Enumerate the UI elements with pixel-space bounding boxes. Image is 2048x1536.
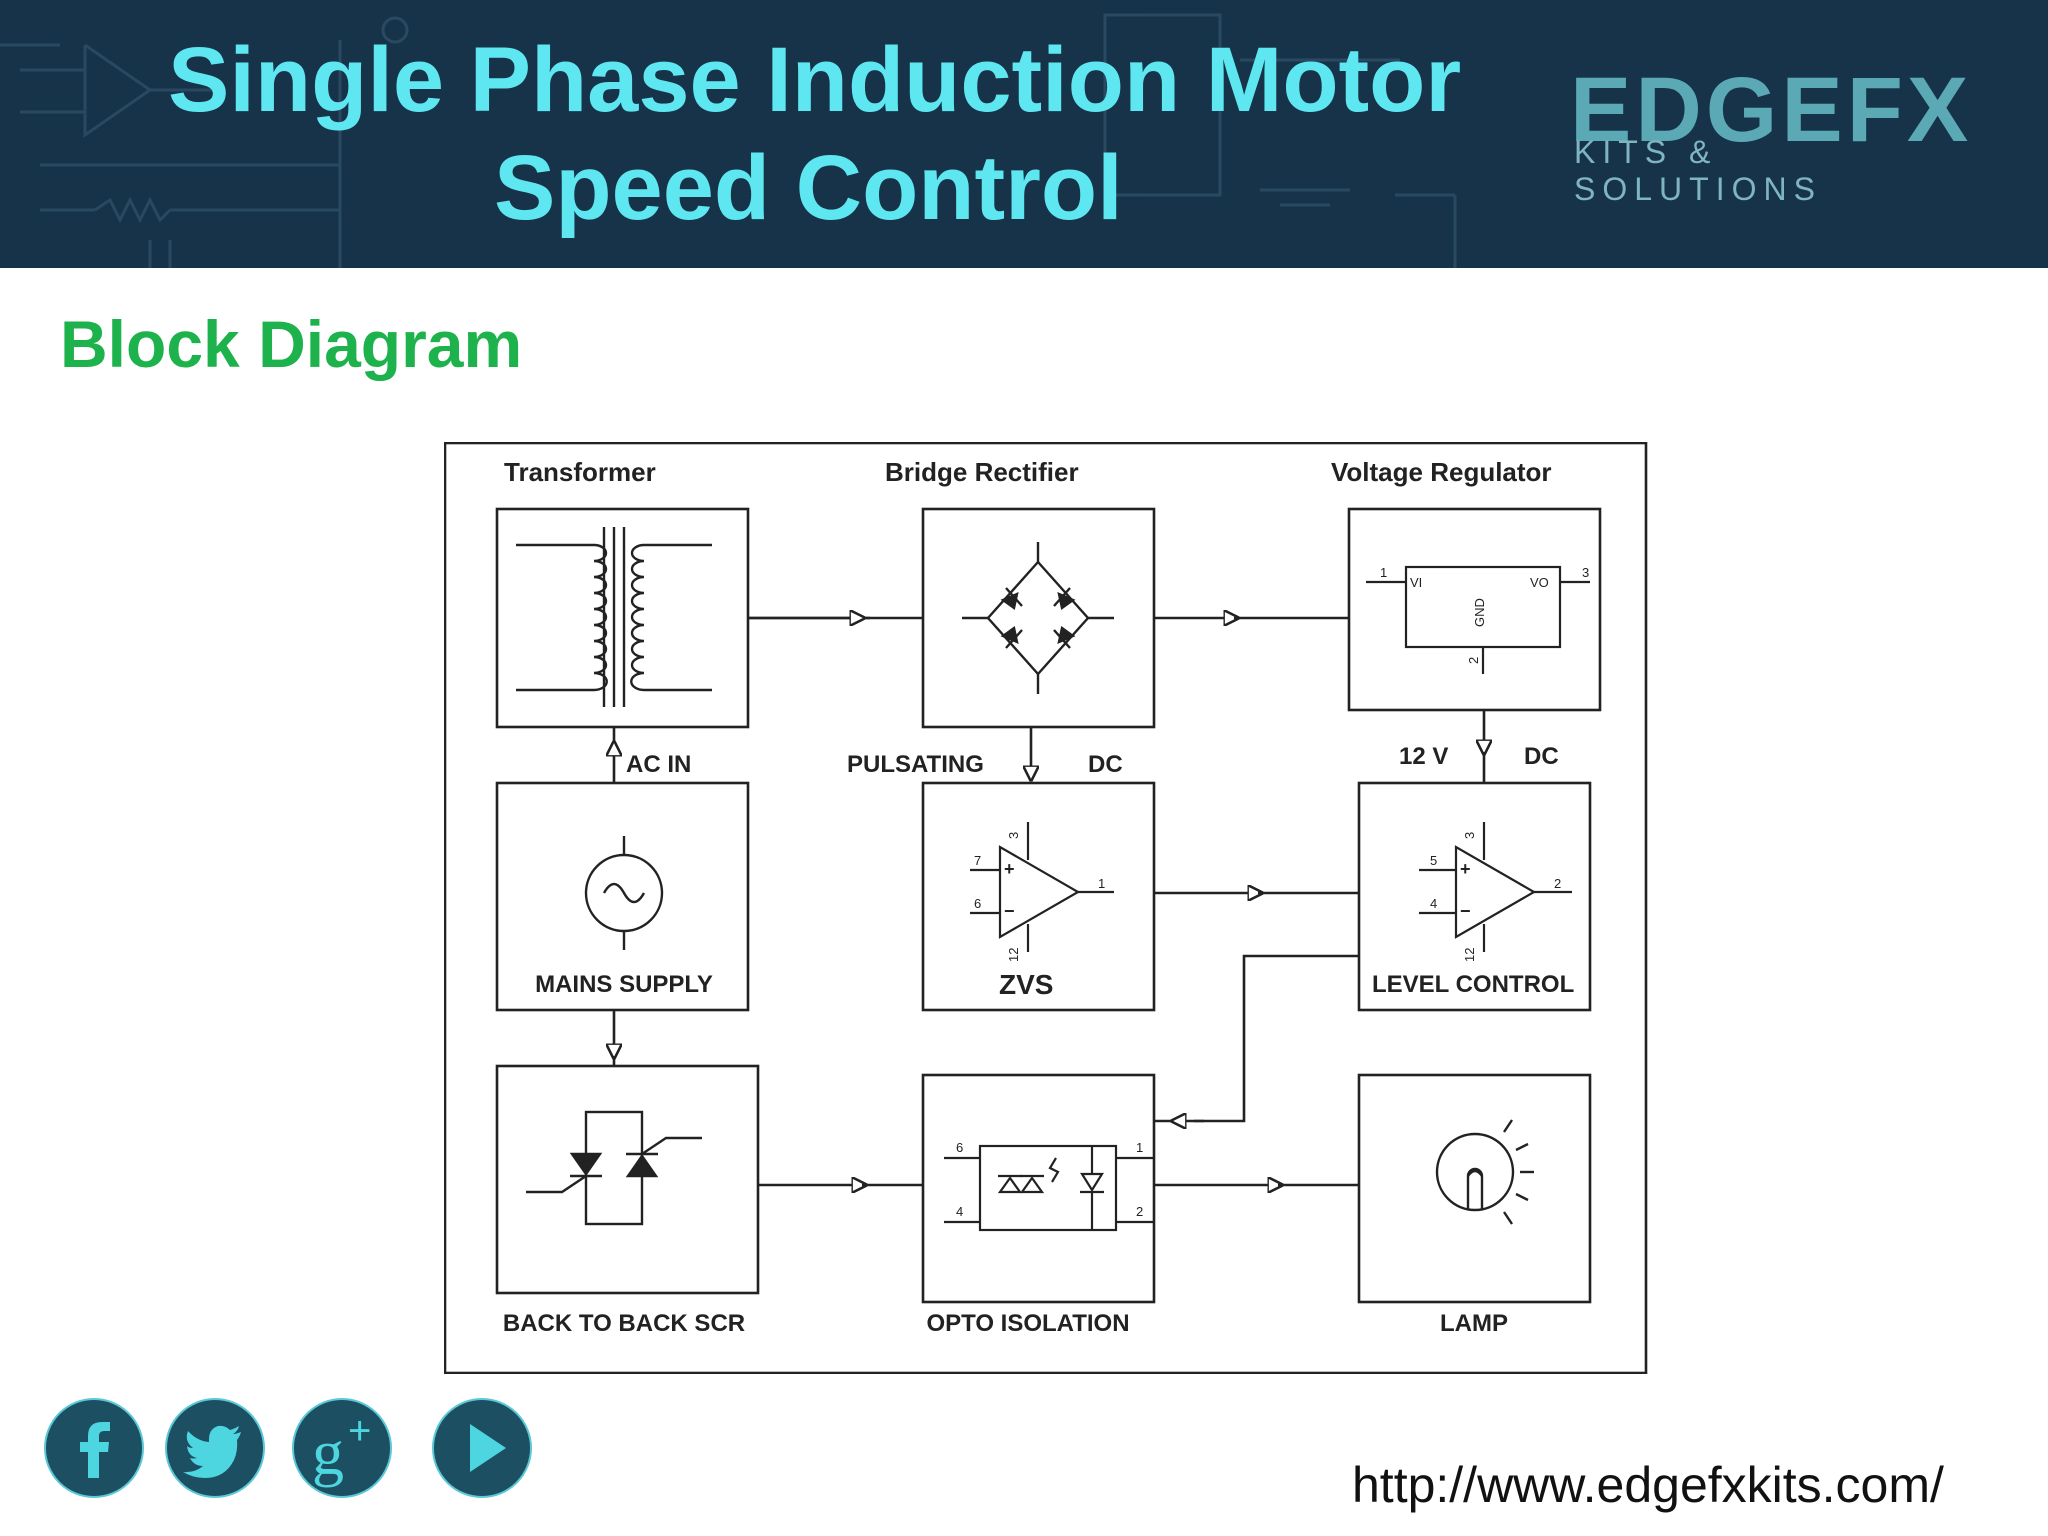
lamp-icon xyxy=(1435,1119,1534,1225)
youtube-play-icon[interactable] xyxy=(430,1396,534,1500)
header-banner: Single Phase Induction Motor Speed Contr… xyxy=(0,0,2048,268)
zvs-block xyxy=(921,781,1156,1012)
opto-isolation-block xyxy=(921,1073,1156,1304)
level-pin-4: 4 xyxy=(1430,896,1437,911)
bridge-diodes-symbol xyxy=(962,542,1114,694)
zvs-opamp-symbol xyxy=(970,822,1114,952)
edgefx-logo: EDGEFX KITS & SOLUTIONS xyxy=(1570,59,1973,207)
bridge-rectifier-block xyxy=(921,507,1156,729)
label-ac-in: AC IN xyxy=(626,751,691,778)
ac-source-symbol xyxy=(584,836,664,950)
website-url-link[interactable]: http://www.edgefxkits.com/ xyxy=(1352,1457,1944,1513)
level-pin-12: 12 xyxy=(1462,948,1477,962)
label-zvs: ZVS xyxy=(999,969,1053,1000)
logo-tagline: KITS & SOLUTIONS xyxy=(1574,134,1822,207)
voltage-regulator-block xyxy=(1347,507,1602,712)
reg-pin-vo: VO xyxy=(1530,575,1549,590)
label-opto-isolation: OPTO ISOLATION xyxy=(926,1310,1129,1337)
google-plus-icon[interactable]: g + xyxy=(290,1396,394,1500)
label-pulsating: PULSATING xyxy=(847,751,984,778)
label-transformer: Transformer xyxy=(504,457,656,487)
zvs-pin-6: 6 xyxy=(974,896,981,911)
scr-pair-symbol xyxy=(526,1110,702,1226)
zvs-pin-7: 7 xyxy=(974,853,981,868)
opto-pin-4: 4 xyxy=(956,1204,963,1219)
reg-pin-1: 1 xyxy=(1380,565,1387,580)
page-title-line-2: Speed Control xyxy=(494,137,1123,239)
lamp-block xyxy=(1357,1073,1592,1304)
label-back-to-back-scr: BACK TO BACK SCR xyxy=(503,1310,745,1337)
zvs-minus: − xyxy=(1004,901,1015,921)
reg-pin-gnd: GND xyxy=(1472,598,1487,627)
label-mains-supply: MAINS SUPPLY xyxy=(535,971,713,998)
transformer-block xyxy=(495,507,750,729)
page-title-line-1: Single Phase Induction Motor xyxy=(168,29,1462,131)
label-lamp: LAMP xyxy=(1440,1310,1508,1337)
section-title: Block Diagram xyxy=(60,307,523,381)
logo-wordmark: EDGEFX xyxy=(1570,59,1973,161)
opto-pin-2: 2 xyxy=(1136,1204,1143,1219)
level-to-opto-line xyxy=(1194,954,1359,1123)
level-pin-2: 2 xyxy=(1554,876,1561,891)
level-opamp-symbol xyxy=(1419,822,1572,952)
label-dc-1: DC xyxy=(1088,751,1123,778)
circuit-background xyxy=(0,13,1457,268)
label-level-control: LEVEL CONTROL xyxy=(1372,971,1574,998)
level-pin-5: 5 xyxy=(1430,853,1437,868)
zvs-plus: + xyxy=(1004,859,1015,879)
block-diagram: VI VO GND 1 3 2 + − 7 6 1 3 12 xyxy=(444,442,1648,1374)
diagram-frame xyxy=(444,442,1648,1374)
label-dc-2: DC xyxy=(1524,743,1559,770)
zvs-pin-3: 3 xyxy=(1006,832,1021,839)
reg-pin-2: 2 xyxy=(1466,657,1481,664)
label-12v: 12 V xyxy=(1399,743,1448,770)
mains-supply-block xyxy=(495,781,750,1012)
level-pin-3: 3 xyxy=(1462,832,1477,839)
regulator-ic-symbol xyxy=(1366,565,1590,674)
opto-pin-1: 1 xyxy=(1136,1140,1143,1155)
reg-pin-vi: VI xyxy=(1410,575,1422,590)
level-control-block xyxy=(1357,781,1592,1012)
twitter-icon[interactable] xyxy=(163,1396,267,1500)
label-voltage-regulator: Voltage Regulator xyxy=(1331,457,1552,487)
facebook-icon[interactable] xyxy=(42,1396,146,1500)
opto-pin-6: 6 xyxy=(956,1140,963,1155)
svg-text:+: + xyxy=(348,1409,371,1453)
level-plus: + xyxy=(1460,859,1471,879)
transformer-symbol xyxy=(516,527,712,707)
reg-pin-3: 3 xyxy=(1582,565,1589,580)
svg-text:g: g xyxy=(312,1417,344,1488)
zvs-pin-1: 1 xyxy=(1098,876,1105,891)
label-bridge-rectifier: Bridge Rectifier xyxy=(885,457,1079,487)
optocoupler-symbol xyxy=(944,1144,1154,1232)
scr-block xyxy=(495,1064,760,1295)
level-minus: − xyxy=(1460,901,1471,921)
zvs-pin-12: 12 xyxy=(1006,948,1021,962)
